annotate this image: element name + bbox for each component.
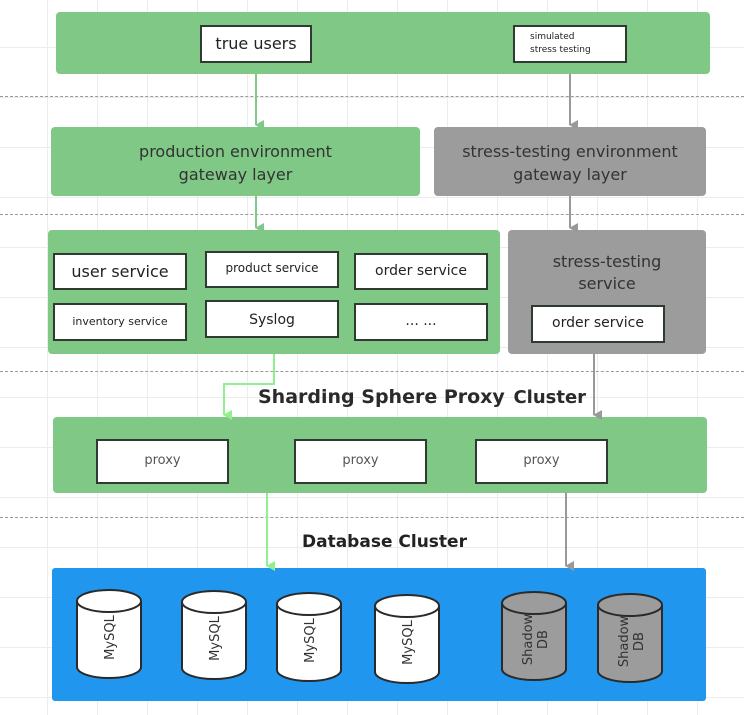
service-label: Syslog [249, 312, 295, 328]
production-gateway-line2: gateway layer [178, 165, 293, 185]
stress-gateway-line2: gateway layer [513, 165, 627, 185]
layer-separator [0, 517, 744, 518]
more-services-box[interactable]: ... ... [354, 303, 488, 341]
user-service-box[interactable]: user service [53, 253, 187, 290]
service-label: user service [71, 261, 169, 281]
service-label: product service [225, 261, 319, 275]
stress-gateway-line1: stress-testing environment [462, 142, 678, 161]
proxy-label: proxy [342, 453, 379, 469]
true-users-label: true users [215, 34, 297, 53]
stress-order-service-box[interactable]: order service [531, 305, 665, 343]
proxy-label: proxy [144, 453, 181, 469]
proxy-box[interactable]: proxy [475, 439, 608, 484]
proxy-label: proxy [523, 453, 560, 469]
layer-separator [0, 96, 744, 97]
product-service-box[interactable]: product service [205, 251, 339, 288]
proxy-cluster-title: Sharding Sphere Proxy Cluster [258, 386, 586, 408]
service-label: inventory service [72, 315, 168, 329]
service-label: ... ... [405, 313, 437, 330]
database-cluster-title: Database Cluster [302, 532, 467, 552]
true-users-box[interactable]: true users [200, 25, 312, 63]
stress-testing-label: stress testing [530, 45, 591, 55]
production-gateway-layer[interactable]: production environment gateway layer [51, 127, 420, 196]
service-label: order service [552, 315, 644, 332]
service-label: order service [375, 262, 467, 279]
inventory-service-box[interactable]: inventory service [53, 303, 187, 341]
layer-separator [0, 371, 744, 372]
stress-gateway-layer[interactable]: stress-testing environment gateway layer [434, 127, 706, 196]
stress-service-title-line2: service [578, 274, 636, 294]
proxy-box[interactable]: proxy [294, 439, 427, 484]
proxy-box[interactable]: proxy [96, 439, 229, 484]
order-service-box[interactable]: order service [354, 253, 488, 290]
simulated-stress-testing-box[interactable]: simulated stress testing [513, 25, 627, 63]
syslog-box[interactable]: Syslog [205, 300, 339, 338]
proxy-cluster-title-part1: Sharding Sphere Proxy [258, 386, 505, 408]
stress-service-title-line1: stress-testing [552, 252, 662, 271]
proxy-cluster-title-part2: Cluster [513, 387, 587, 408]
database-cluster-layer [52, 568, 706, 701]
layer-separator [0, 214, 744, 215]
simulated-label: simulated [530, 31, 575, 42]
production-gateway-line1: production environment [139, 142, 332, 161]
